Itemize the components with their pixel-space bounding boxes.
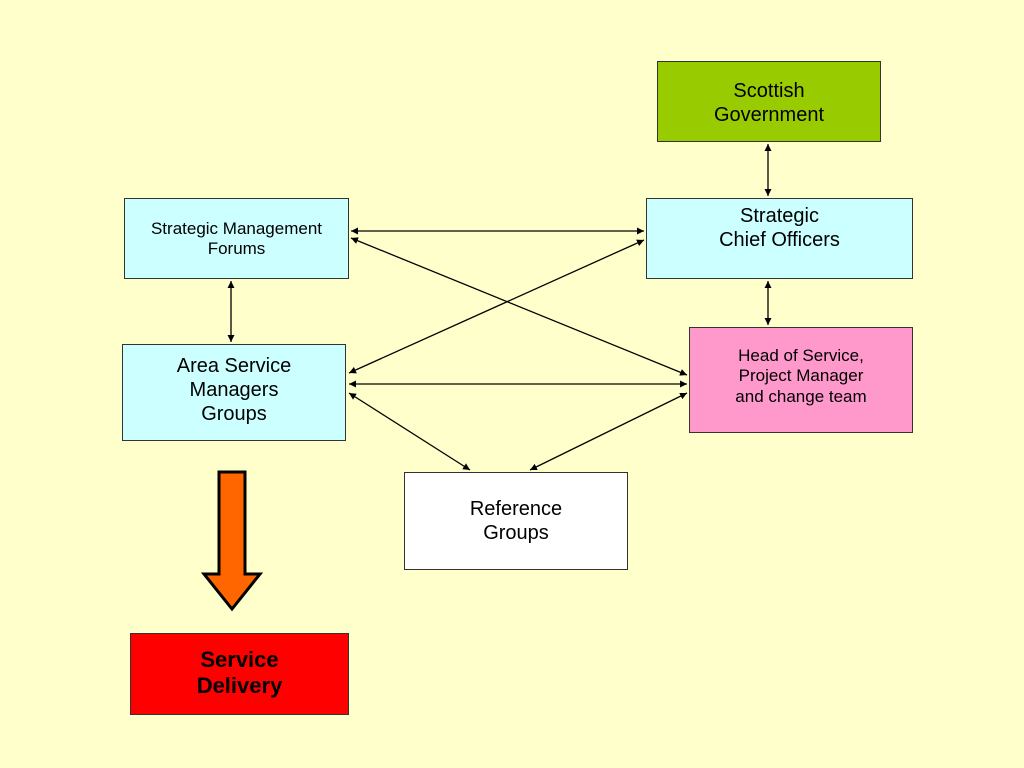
- node-label-line: Scottish: [733, 80, 805, 102]
- node-label-line: Groups: [201, 403, 267, 425]
- head-of-service-box: Head of Service, Project Manager and cha…: [689, 327, 913, 433]
- node-label-line: Reference: [469, 498, 563, 520]
- service-delivery-box: Service Delivery: [130, 633, 349, 715]
- node-label-line: Area Service: [176, 355, 292, 377]
- node-label-line: Chief Officers: [719, 229, 840, 251]
- connector-forums-head-of-service: [350, 237, 688, 376]
- connector-head-of-service-reference: [529, 392, 688, 471]
- node-label-line: Government: [713, 104, 825, 126]
- connector-area-managers-reference: [348, 392, 471, 471]
- strategic-chief-officers-box: Strategic Chief Officers: [646, 198, 913, 279]
- node-label-line: Groups: [483, 522, 549, 544]
- node-label-line: Head of Service,: [738, 346, 864, 365]
- node-label-line: Delivery: [196, 673, 283, 699]
- node-label-line: and change team: [735, 386, 867, 406]
- node-label-line: Strategic Management: [150, 219, 323, 238]
- scottish-government-box: Scottish Government: [657, 61, 881, 142]
- area-service-managers-box: Area Service Managers Groups: [122, 344, 346, 441]
- reference-groups-box: Reference Groups: [404, 472, 628, 570]
- node-label-line: Service: [200, 647, 279, 672]
- strategic-management-forums-box: Strategic Management Forums: [124, 198, 349, 279]
- node-label-line: Project Manager: [738, 366, 864, 386]
- connector-area-managers-chief-officers: [348, 239, 645, 374]
- flow-down-arrow: [200, 470, 264, 612]
- node-label-line: Managers: [189, 379, 279, 401]
- node-label-line: Strategic: [740, 205, 819, 227]
- node-label-line: Forums: [207, 239, 266, 259]
